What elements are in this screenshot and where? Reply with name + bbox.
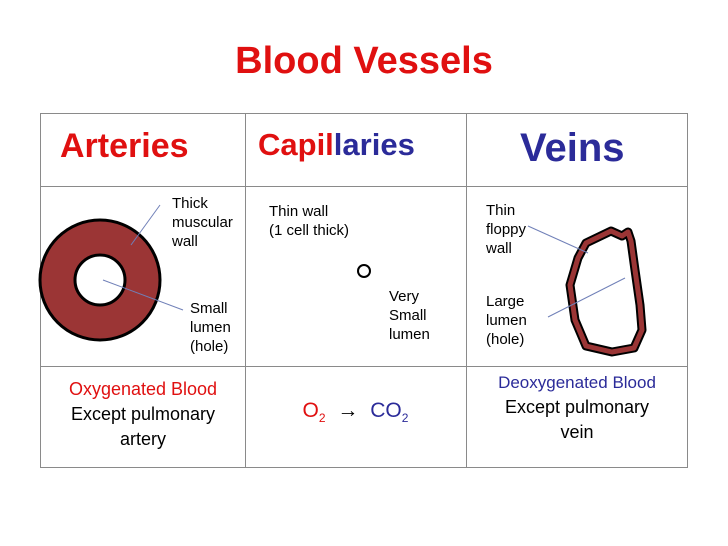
- label-line: Large: [486, 293, 525, 310]
- veins-exception-line: Except pulmonary: [504, 397, 650, 417]
- header-veins: Veins: [520, 126, 625, 170]
- veins-summary: Deoxygenated Blood Except pulmonary vein: [466, 370, 688, 445]
- vein-wall-inner: [567, 228, 645, 355]
- arteries-exception-line: Except pulmonary: [70, 404, 216, 424]
- header-capillaries-part2: laries: [333, 127, 415, 162]
- vein-wall-label: Thin floppy wall: [486, 201, 526, 258]
- header-capillaries: Capillaries: [258, 127, 415, 163]
- header-capillaries-part1: Capil: [258, 127, 334, 162]
- oxygen-subscript: 2: [318, 411, 326, 426]
- row-divider: [41, 186, 687, 187]
- carbon-dioxide-subscript: 2: [401, 411, 409, 426]
- header-arteries: Arteries: [60, 127, 189, 165]
- label-line: (1 cell thick): [269, 222, 350, 239]
- label-line: Very: [389, 288, 420, 305]
- label-line: muscular: [172, 214, 233, 231]
- label-line: wall: [172, 233, 198, 250]
- label-line: Small: [389, 307, 427, 324]
- label-line: Thin: [486, 202, 516, 219]
- artery-wall-pointer: [130, 204, 161, 246]
- label-line: Thick: [172, 195, 208, 212]
- artery-lumen: [73, 253, 127, 307]
- page-title: Blood Vessels: [235, 40, 493, 82]
- label-line: (hole): [486, 331, 525, 348]
- artery-lumen-pointer: [102, 279, 184, 311]
- label-line: lumen: [486, 312, 527, 329]
- label-line: lumen: [389, 326, 430, 343]
- veins-exception-line: vein: [560, 422, 594, 442]
- deoxygenated-blood-label: Deoxygenated Blood: [498, 373, 656, 392]
- label-line: floppy: [486, 221, 527, 238]
- capillary-lumen-label: Very Small lumen: [389, 287, 430, 344]
- arteries-summary: Oxygenated Blood Except pulmonary artery: [42, 377, 244, 452]
- carbon-dioxide-text: CO: [370, 399, 402, 422]
- artery-lumen-label: Small lumen (hole): [190, 299, 231, 356]
- carbon-dioxide-symbol: CO2: [370, 399, 409, 426]
- label-line: Thin wall: [269, 203, 329, 220]
- vein-lumen-pointer: [547, 277, 626, 318]
- label-line: Small: [190, 300, 228, 317]
- label-line: wall: [486, 240, 512, 257]
- label-line: lumen: [190, 319, 231, 336]
- column-divider: [245, 114, 246, 467]
- oxygen-text: O: [302, 399, 319, 422]
- arrow-icon: →: [337, 399, 359, 422]
- row-divider: [41, 366, 687, 367]
- capillary-wall-label: Thin wall (1 cell thick): [269, 202, 349, 240]
- oxygenated-blood-label: Oxygenated Blood: [68, 379, 218, 399]
- capillaries-exchange: O2 → CO2: [245, 398, 466, 431]
- column-divider: [466, 114, 467, 467]
- vein-wall-pointer: [527, 225, 589, 254]
- vein-lumen-label: Large lumen (hole): [486, 292, 527, 349]
- artery-wall-label: Thick muscular wall: [172, 194, 233, 251]
- label-line: (hole): [190, 338, 229, 355]
- oxygen-symbol: O2: [302, 399, 326, 426]
- capillary-lumen: [357, 264, 371, 278]
- arteries-exception-line: artery: [119, 429, 166, 449]
